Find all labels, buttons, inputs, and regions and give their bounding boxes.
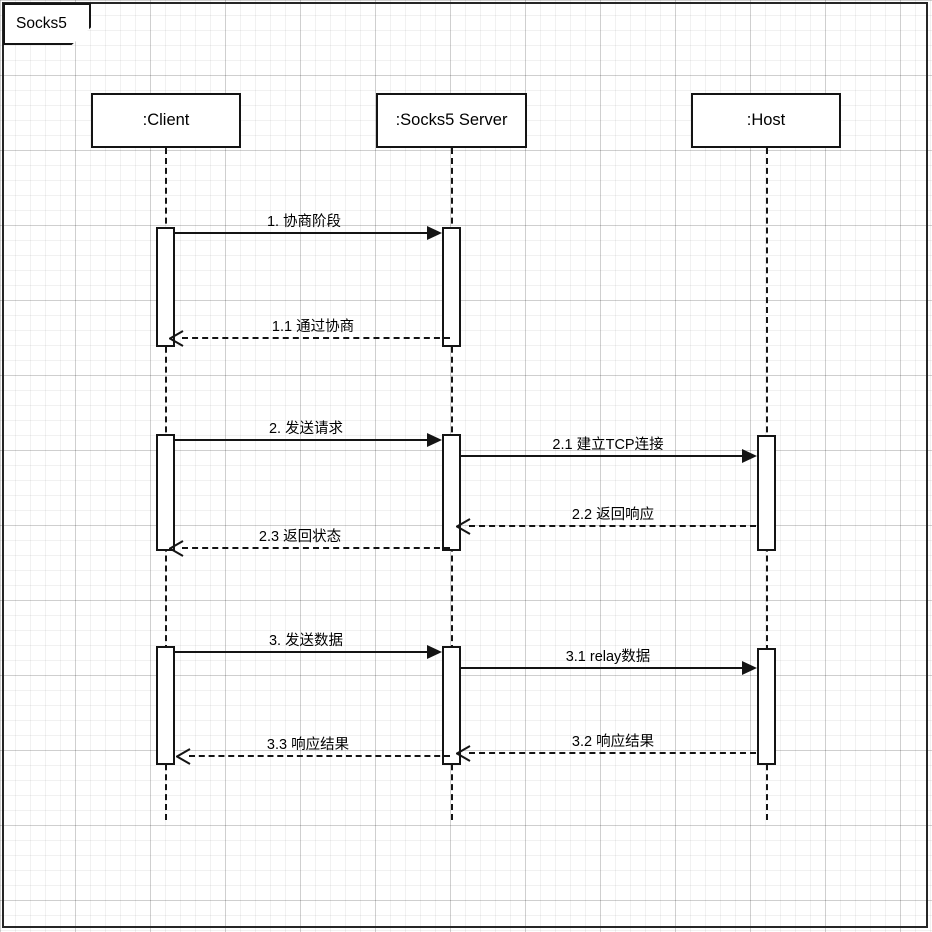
lifeline-header-host[interactable]: :Host xyxy=(691,93,841,148)
message-line-3[interactable] xyxy=(175,651,428,653)
arrowhead-3 xyxy=(427,645,442,659)
message-label-2-2: 2.2 返回响应 xyxy=(571,507,655,523)
lifeline-label-client: :Client xyxy=(142,111,190,129)
message-line-2-1[interactable] xyxy=(461,455,743,457)
lifeline-label-host: :Host xyxy=(746,111,786,129)
message-label-1: 1. 协商阶段 xyxy=(266,214,342,230)
message-line-2-3[interactable] xyxy=(182,547,450,549)
message-label-3-1: 3.1 relay数据 xyxy=(565,649,651,665)
message-line-1-1[interactable] xyxy=(182,337,450,339)
message-label-2: 2. 发送请求 xyxy=(268,421,344,437)
message-line-1[interactable] xyxy=(175,232,428,234)
activation-bar-client-1[interactable] xyxy=(156,227,175,347)
message-line-2[interactable] xyxy=(175,439,428,441)
message-line-3-2[interactable] xyxy=(469,752,756,754)
activation-bar-client-3[interactable] xyxy=(156,646,175,765)
arrowhead-3-3 xyxy=(176,748,191,765)
activation-bar-host-2[interactable] xyxy=(757,435,776,551)
lifeline-header-client[interactable]: :Client xyxy=(91,93,241,148)
message-line-2-2[interactable] xyxy=(469,525,756,527)
arrowhead-3-1 xyxy=(742,661,757,675)
arrowhead-2-1 xyxy=(742,449,757,463)
activation-bar-server-3[interactable] xyxy=(442,646,461,765)
message-label-2-1: 2.1 建立TCP连接 xyxy=(552,437,664,453)
message-label-3-3: 3.3 响应结果 xyxy=(266,737,350,753)
arrowhead-2-3 xyxy=(169,540,184,557)
message-label-1-1: 1.1 通过协商 xyxy=(271,319,355,335)
arrowhead-1 xyxy=(427,226,442,240)
message-label-3-2: 3.2 响应结果 xyxy=(571,734,655,750)
arrowhead-2-2 xyxy=(456,518,471,535)
activation-bar-host-3[interactable] xyxy=(757,648,776,765)
message-line-3-3[interactable] xyxy=(189,755,450,757)
arrowhead-2 xyxy=(427,433,442,447)
frame-label-tab: Socks5 xyxy=(3,3,91,45)
message-label-2-3: 2.3 返回状态 xyxy=(258,529,342,545)
message-line-3-1[interactable] xyxy=(461,667,743,669)
activation-bar-client-2[interactable] xyxy=(156,434,175,551)
arrowhead-1-1 xyxy=(169,330,184,347)
message-label-3: 3. 发送数据 xyxy=(268,633,344,649)
activation-bar-server-2[interactable] xyxy=(442,434,461,551)
lifeline-label-server: :Socks5 Server xyxy=(395,111,508,129)
lifeline-header-server[interactable]: :Socks5 Server xyxy=(376,93,527,148)
frame-label-text: Socks5 xyxy=(16,15,67,32)
arrowhead-3-2 xyxy=(456,745,471,762)
activation-bar-server-1[interactable] xyxy=(442,227,461,347)
